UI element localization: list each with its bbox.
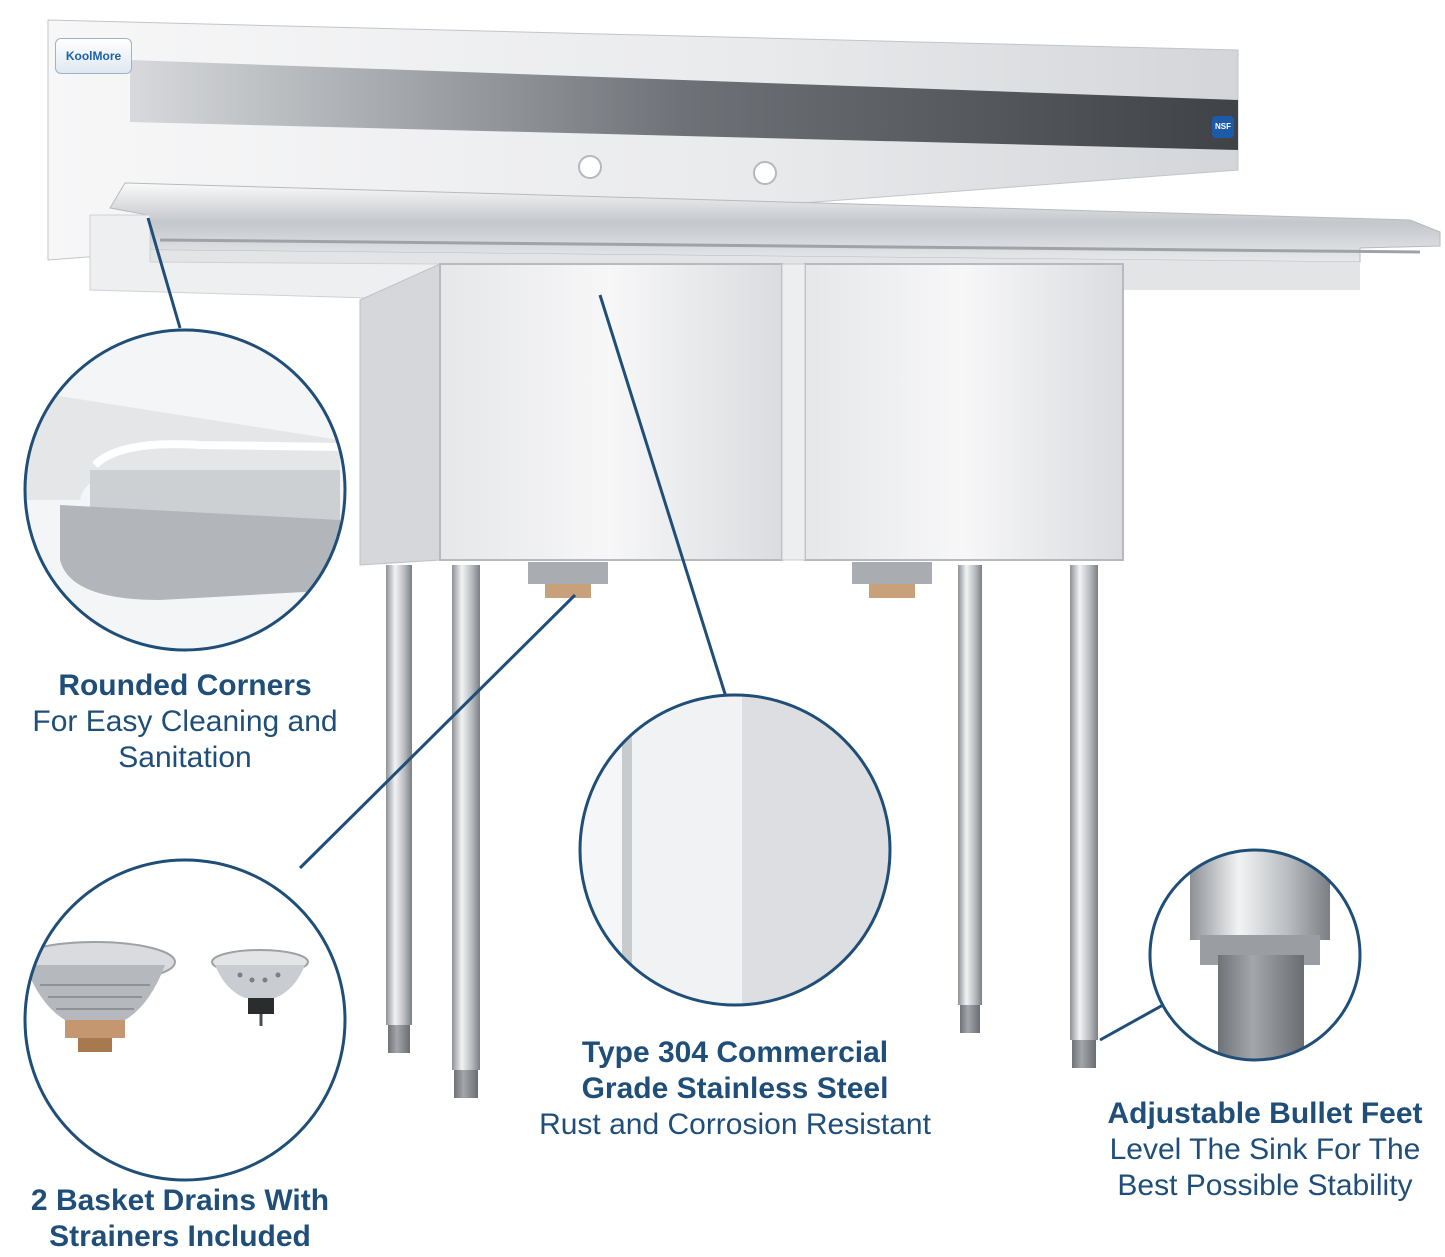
leader-lines bbox=[146, 217, 1173, 1042]
sink-bowl-right bbox=[804, 263, 1124, 561]
callout-stainless-steel: Type 304 Commercial Grade Stainless Stee… bbox=[500, 1035, 970, 1143]
callout-rounded-corners: Rounded Corners For Easy Cleaning and Sa… bbox=[0, 668, 370, 776]
sink-bowl-left bbox=[439, 263, 783, 561]
callout-description: Level The Sink For The bbox=[1109, 1133, 1421, 1166]
callout-title: Grade Stainless Steel bbox=[581, 1072, 889, 1105]
drain-left bbox=[528, 562, 608, 598]
faucet-hole-right bbox=[753, 161, 777, 185]
brand-logo: KoolMore bbox=[55, 38, 132, 74]
callout-description: Sanitation bbox=[118, 741, 252, 774]
zoom-circle-bullet-feet bbox=[1148, 848, 1362, 1062]
callout-basket-drains: 2 Basket Drains With Strainers Included bbox=[0, 1183, 360, 1255]
callout-title: Adjustable Bullet Feet bbox=[1107, 1097, 1423, 1130]
callout-title: Rounded Corners bbox=[58, 669, 312, 702]
zoom-circle-rounded-corners bbox=[23, 328, 347, 652]
callout-bullet-feet: Adjustable Bullet Feet Level The Sink Fo… bbox=[1080, 1096, 1445, 1204]
callout-title: 2 Basket Drains With bbox=[30, 1184, 330, 1217]
legs bbox=[386, 565, 1098, 1098]
drain-right bbox=[852, 562, 932, 598]
callout-description: Best Possible Stability bbox=[1117, 1169, 1413, 1202]
callout-description: For Easy Cleaning and bbox=[32, 705, 338, 738]
zoom-circle-stainless-steel bbox=[578, 693, 892, 1007]
faucet-hole-left bbox=[578, 155, 602, 179]
sink-body bbox=[359, 263, 1124, 566]
callout-description: Rust and Corrosion Resistant bbox=[539, 1108, 931, 1141]
zoom-circle-basket-drains bbox=[23, 858, 347, 1182]
callout-title: Strainers Included bbox=[49, 1220, 311, 1253]
nsf-badge-icon: NSF bbox=[1212, 116, 1234, 138]
strainer-icon bbox=[211, 949, 309, 1026]
basket-drain-icon bbox=[25, 941, 176, 1052]
callout-title: Type 304 Commercial bbox=[581, 1036, 889, 1069]
